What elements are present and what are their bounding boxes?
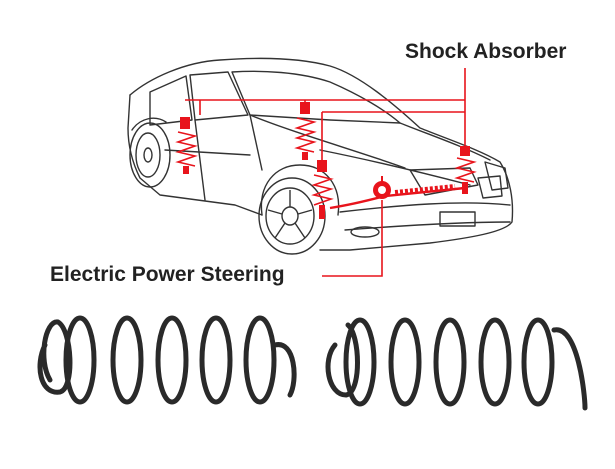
shock-absorber-leader [185,68,465,160]
suspension-highlight [178,68,474,276]
shock-absorber-rear-left [178,117,195,174]
shock-absorber-rear-right [297,102,314,160]
electric-power-steering-label: Electric Power Steering [50,263,285,287]
shock-absorber-label: Shock Absorber [405,40,566,64]
coil-spring-right [328,320,585,408]
coil-spring-left [40,318,294,402]
rear-wheel [130,123,170,187]
power-steering-leader [322,200,382,276]
front-wheel [259,178,325,254]
